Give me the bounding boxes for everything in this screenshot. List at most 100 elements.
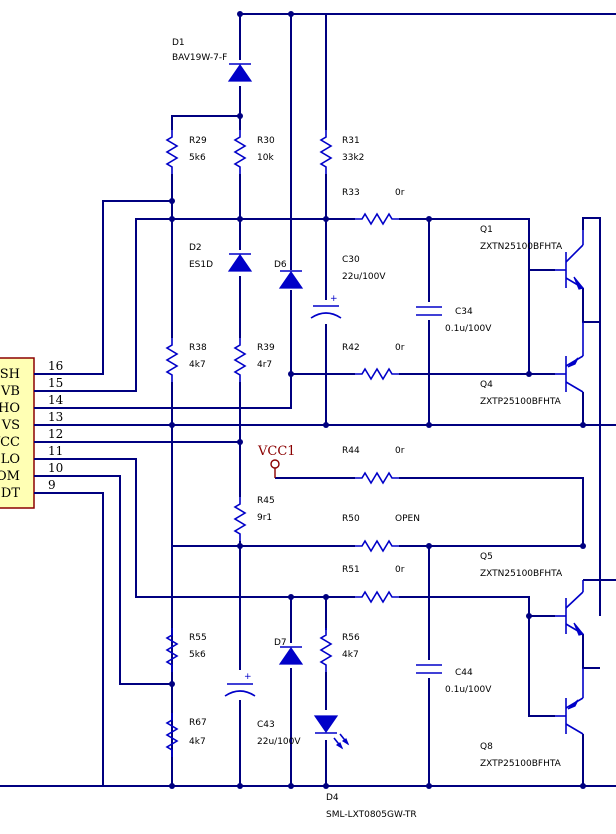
q1-value: ZXTN25100BFHTA bbox=[480, 242, 563, 252]
ic-pin-name-com: COM bbox=[0, 469, 20, 484]
resistor-r55: R55 5k6 bbox=[166, 627, 207, 673]
ic-pin-num-14: 14 bbox=[48, 393, 64, 407]
r39-value: 4r7 bbox=[257, 360, 272, 370]
transistor-q1: Q1 ZXTN25100BFHTA bbox=[480, 225, 585, 290]
r42-ref: R42 bbox=[342, 343, 360, 353]
r55-ref: R55 bbox=[189, 633, 207, 643]
c44-ref: C44 bbox=[455, 668, 473, 678]
wire-r51 bbox=[399, 596, 555, 717]
ic-pin-name-csh: CSH bbox=[0, 367, 20, 382]
resistor-r50: R50 OPEN bbox=[342, 514, 420, 552]
resistor-r33: R33 0r bbox=[342, 188, 405, 225]
r44-ref: R44 bbox=[342, 446, 360, 456]
q8-ref: Q8 bbox=[480, 742, 493, 752]
resistor-r39: R39 4r7 bbox=[234, 337, 275, 383]
ic-pin-num-11: 11 bbox=[48, 444, 63, 458]
r55-value: 5k6 bbox=[189, 650, 206, 660]
resistor-r30: R30 10k bbox=[234, 129, 275, 175]
r33-ref: R33 bbox=[342, 188, 360, 198]
c43-ref: C43 bbox=[257, 720, 275, 730]
vcc1-power-port: VCC1 bbox=[257, 444, 296, 478]
capacitor-c43: C43 22u/100V bbox=[224, 671, 301, 747]
resistor-r51: R51 0r bbox=[342, 565, 405, 603]
d2-ref: D2 bbox=[189, 243, 202, 253]
ic-pin-labels: CSH VB HO VS VCC LO COM DT bbox=[0, 367, 20, 501]
transistor-q8: Q8 ZXTP25100BFHTA bbox=[480, 668, 584, 769]
ic-body bbox=[0, 357, 35, 509]
c30-ref: C30 bbox=[342, 255, 360, 265]
resistor-r31: R31 33k2 bbox=[320, 129, 364, 175]
r38-ref: R38 bbox=[189, 343, 207, 353]
d4-value: SML-LXT0805GW-TR bbox=[326, 810, 417, 820]
r50-ref: R50 bbox=[342, 514, 360, 524]
r29-ref: R29 bbox=[189, 136, 207, 146]
q1-ref: Q1 bbox=[480, 225, 493, 235]
r56-value: 4k7 bbox=[342, 650, 359, 660]
r67-value: 4k7 bbox=[189, 737, 206, 747]
q8-value: ZXTP25100BFHTA bbox=[480, 759, 562, 769]
wire-ho bbox=[34, 374, 292, 409]
wire-lo bbox=[34, 458, 355, 598]
r51-ref: R51 bbox=[342, 565, 360, 575]
wire-dt bbox=[34, 492, 104, 786]
r31-value: 33k2 bbox=[342, 153, 364, 163]
d1-value: BAV19W-7-F bbox=[172, 53, 227, 63]
r38-value: 4k7 bbox=[189, 360, 206, 370]
r42-value: 0r bbox=[395, 343, 405, 353]
r50-value: OPEN bbox=[395, 514, 420, 524]
wire-q1-col bbox=[582, 217, 601, 616]
r45-ref: R45 bbox=[257, 496, 275, 506]
r44-value: 0r bbox=[395, 446, 405, 456]
vcc1-label: VCC1 bbox=[257, 444, 296, 459]
resistor-r44: R44 0r bbox=[342, 446, 405, 484]
wire-com bbox=[34, 475, 172, 685]
driver-ic: CSH VB HO VS VCC LO COM DT 16 15 14 13 1… bbox=[0, 357, 64, 509]
c43-value: 22u/100V bbox=[257, 737, 301, 747]
r30-value: 10k bbox=[257, 153, 274, 163]
ic-pin-name-vs: VS bbox=[1, 418, 20, 433]
diode-d2: D2 ES1D bbox=[189, 243, 252, 272]
ic-pin-num-12: 12 bbox=[48, 427, 63, 441]
resistor-r29: R29 5k6 bbox=[166, 129, 207, 175]
q5-ref: Q5 bbox=[480, 552, 493, 562]
d1-ref: D1 bbox=[172, 38, 185, 48]
r45-value: 9r1 bbox=[257, 513, 272, 523]
ic-pin-numbers: 16 15 14 13 12 11 10 9 bbox=[48, 359, 64, 492]
diode-d6: D6 bbox=[274, 260, 303, 289]
c34-ref: C34 bbox=[455, 307, 473, 317]
capacitor-c34: C34 0.1u/100V bbox=[415, 306, 492, 334]
transistor-q5: Q5 ZXTN25100BFHTA bbox=[480, 552, 585, 636]
wire-csh bbox=[34, 200, 172, 375]
q5-value: ZXTN25100BFHTA bbox=[480, 569, 563, 579]
ic-pin-num-16: 16 bbox=[48, 359, 63, 373]
resistor-r42: R42 0r bbox=[342, 343, 405, 380]
d7-ref: D7 bbox=[274, 638, 287, 648]
r51-value: 0r bbox=[395, 565, 405, 575]
ic-pin-num-10: 10 bbox=[48, 461, 63, 475]
ic-pin-num-13: 13 bbox=[48, 410, 63, 424]
capacitor-c44: C44 0.1u/100V bbox=[415, 664, 492, 695]
resistor-r56: R56 4k7 bbox=[320, 627, 360, 673]
ic-pin-num-15: 15 bbox=[48, 376, 63, 390]
wire-r44 bbox=[275, 477, 584, 546]
c30-value: 22u/100V bbox=[342, 272, 386, 282]
r67-ref: R67 bbox=[189, 718, 207, 728]
ic-pin-num-9: 9 bbox=[48, 478, 56, 492]
ic-pin-name-dt: DT bbox=[1, 486, 20, 501]
r56-ref: R56 bbox=[342, 633, 360, 643]
junction-dots bbox=[169, 11, 586, 789]
diode-d1: D1 BAV19W-7-F bbox=[172, 38, 252, 82]
resistor-r38: R38 4k7 bbox=[166, 337, 207, 383]
resistor-r67: R67 4k7 bbox=[166, 712, 207, 758]
c44-value: 0.1u/100V bbox=[445, 685, 492, 695]
r31-ref: R31 bbox=[342, 136, 360, 146]
r30-ref: R30 bbox=[257, 136, 275, 146]
d2-value: ES1D bbox=[189, 260, 213, 270]
transistor-q4: Q4 ZXTP25100BFHTA bbox=[480, 322, 584, 407]
q4-ref: Q4 bbox=[480, 380, 493, 390]
ic-pin-name-lo: LO bbox=[1, 452, 20, 467]
q4-value: ZXTP25100BFHTA bbox=[480, 397, 562, 407]
c34-value: 0.1u/100V bbox=[445, 324, 492, 334]
capacitor-c30: C30 22u/100V bbox=[310, 255, 386, 319]
